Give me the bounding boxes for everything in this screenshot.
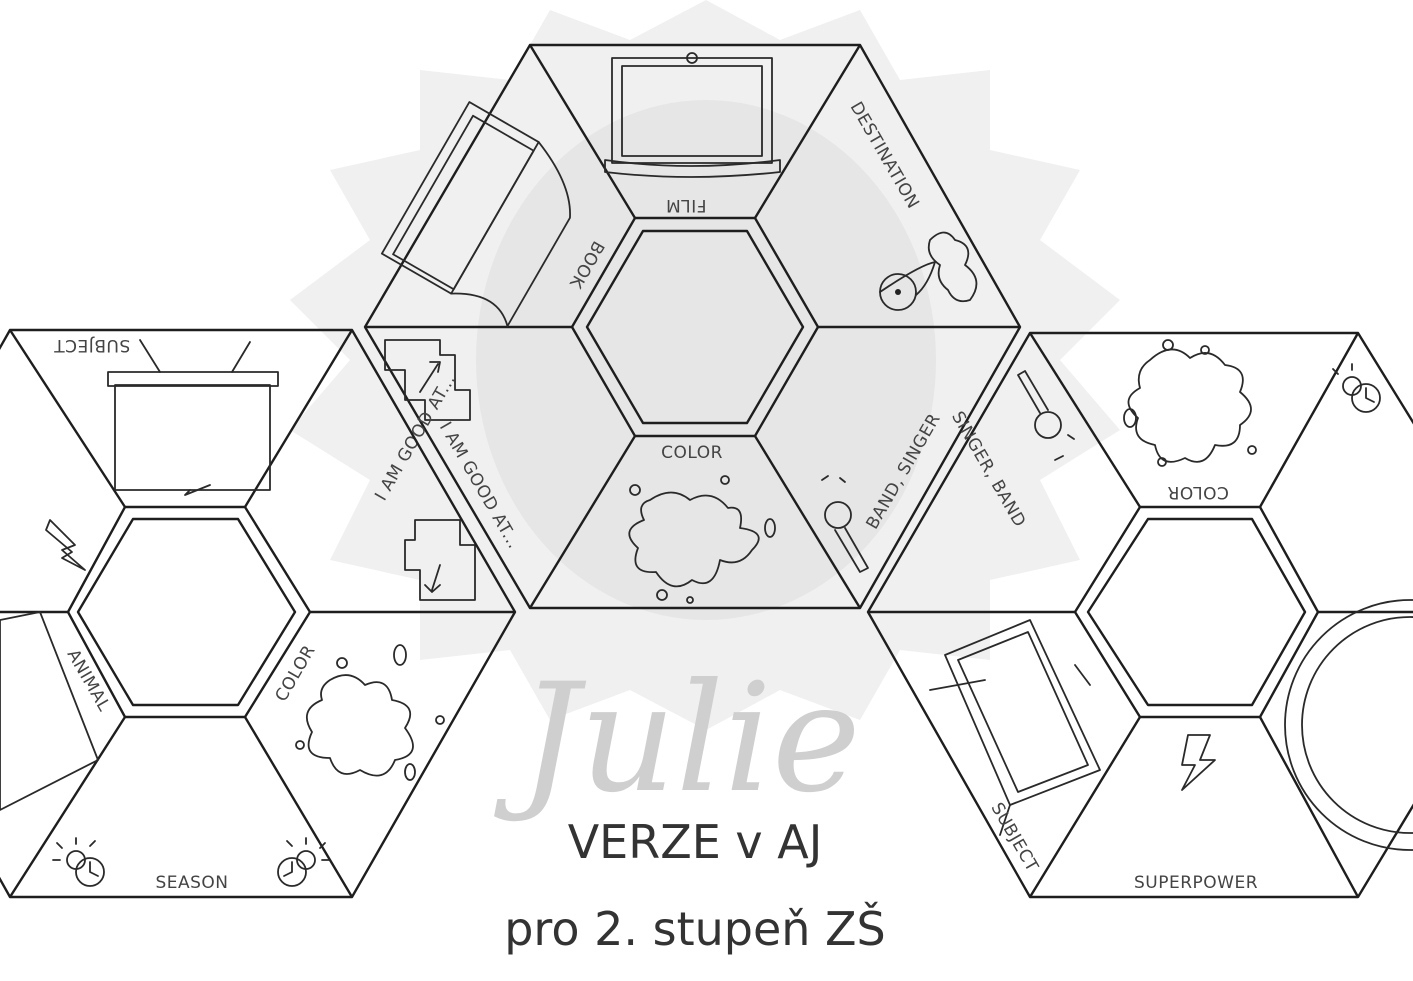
clock-sun-icon [277, 837, 330, 887]
label-season: SEASON [155, 873, 228, 893]
paint-splash-icon [295, 644, 445, 781]
map-pin-icon [879, 231, 978, 311]
signature: Julie [493, 652, 860, 826]
divider [528, 44, 637, 219]
lightning-icon [1181, 734, 1216, 791]
hex-inner-outer [1073, 505, 1320, 719]
book-icon [380, 101, 571, 328]
divider [753, 435, 862, 609]
divider [8, 329, 127, 508]
hedgehog-shadow [476, 100, 936, 620]
puzzle-arrow-icon [384, 339, 476, 601]
divider [1258, 332, 1360, 508]
easel-icon [107, 339, 279, 496]
divider [1258, 716, 1360, 898]
label-subject-left: SUBJECT [54, 335, 131, 355]
label-color-center: COLOR [661, 443, 723, 463]
easel-icon [929, 619, 1101, 836]
hex-inner-outer [66, 505, 312, 719]
divider [753, 44, 862, 219]
microphone-icon [1017, 370, 1075, 461]
watermark: Julie [290, 0, 1120, 826]
divider [8, 716, 127, 898]
paint-splash-icon [628, 475, 776, 604]
title-line-2: pro 2. stupeň ZŠ [504, 901, 886, 956]
hex-inner [1086, 517, 1307, 707]
divider [528, 435, 637, 609]
clock-sun-icon [52, 837, 105, 887]
title-line-1: VERZE v AJ [568, 815, 823, 869]
microphone-icon [821, 475, 869, 573]
divider [1028, 332, 1142, 508]
film-screen-icon [604, 52, 781, 178]
plate-icon [1284, 599, 1413, 851]
hex-inner [585, 229, 805, 425]
clock-sun-icon [1332, 363, 1381, 413]
hex-inner [76, 517, 297, 707]
animal-card-icon [0, 611, 99, 811]
divider [243, 329, 354, 508]
label-color-right: COLOR [1167, 482, 1229, 502]
lightning-icon [45, 519, 86, 571]
divider [1028, 716, 1142, 898]
divider [243, 716, 354, 898]
label-color-left: COLOR [272, 642, 320, 706]
label-film: FILM [666, 195, 707, 215]
label-superpower: SUPERPOWER [1134, 873, 1258, 893]
paint-splash-icon [1123, 339, 1257, 467]
